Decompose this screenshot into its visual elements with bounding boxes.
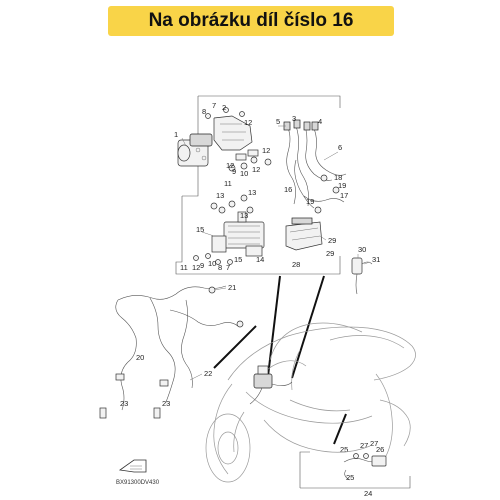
callout-15a: 15	[196, 225, 204, 234]
callout-12e: 12	[192, 263, 200, 272]
callout-8b: 8	[218, 263, 222, 272]
callout-19b: 19	[306, 197, 314, 206]
callout-1: 1	[174, 130, 178, 139]
callout-4: 4	[318, 117, 322, 126]
callout-23a: 23	[120, 399, 128, 408]
control-unit-assembly	[193, 194, 265, 265]
callout-14: 14	[256, 255, 264, 264]
callout-12d: 12	[252, 165, 260, 174]
upper-group-bracket	[175, 95, 341, 275]
rear-sensor-group	[299, 451, 411, 489]
callout-11a: 11	[224, 179, 232, 188]
callout-26: 26	[376, 445, 384, 454]
brake-pipes	[283, 119, 347, 214]
callout-25b: 25	[346, 473, 354, 482]
callout-labels: 1 2 3 4 5 6 7 8 9 10 11 12 12 12 12 13 1…	[120, 101, 384, 498]
callout-3: 3	[292, 114, 296, 123]
callout-5: 5	[276, 117, 280, 126]
scooter-outline	[205, 322, 416, 483]
callout-15b: 15	[234, 255, 242, 264]
callout-16: 16	[284, 185, 292, 194]
callout-19a: 19	[338, 181, 346, 190]
callout-9a: 9	[232, 167, 236, 176]
callout-8a: 8	[202, 107, 206, 116]
callout-27a: 27	[360, 441, 368, 450]
callout-28: 28	[292, 260, 300, 269]
callout-17: 17	[340, 191, 348, 200]
callout-7a: 7	[212, 101, 216, 110]
callout-11b: 11	[180, 263, 188, 272]
callout-13b: 13	[216, 191, 224, 200]
callout-6: 6	[338, 143, 342, 152]
wire-harness	[99, 285, 244, 419]
callout-29b: 29	[326, 249, 334, 258]
callout-31: 31	[372, 255, 380, 264]
mounted-abs-unit	[249, 365, 293, 405]
banner-title: Na obrázku díl číslo 16	[148, 10, 354, 31]
callout-10b: 10	[208, 259, 216, 268]
callout-30: 30	[358, 245, 366, 254]
title-banner: Na obrázku díl číslo 16	[108, 6, 394, 36]
callout-13c: 13	[240, 211, 248, 220]
callout-7b: 7	[226, 263, 230, 272]
abs-hydraulic-unit	[177, 133, 213, 167]
speed-sensor	[351, 257, 373, 295]
callout-29a: 29	[328, 236, 336, 245]
reservoir-cover	[285, 217, 323, 251]
callout-13a: 13	[248, 188, 256, 197]
front-arrow-icon	[118, 459, 147, 473]
callout-24: 24	[364, 489, 372, 498]
callout-12c: 12	[226, 161, 234, 170]
callout-12b: 12	[262, 146, 270, 155]
diagram-code: BX91300DV430	[116, 480, 160, 486]
callout-18: 18	[334, 173, 342, 182]
callout-9b: 9	[200, 261, 204, 270]
callout-20: 20	[136, 353, 144, 362]
callout-21: 21	[228, 283, 236, 292]
callout-25a: 25	[340, 445, 348, 454]
callout-27b: 27	[370, 439, 378, 448]
callout-12a: 12	[244, 118, 252, 127]
leader-lines	[181, 125, 371, 381]
callout-22: 22	[204, 369, 212, 378]
callout-23b: 23	[162, 399, 170, 408]
callout-2: 2	[222, 103, 226, 112]
heavy-leader-lines	[213, 275, 347, 445]
callout-10a: 10	[240, 169, 248, 178]
upper-mount-bracket	[205, 107, 272, 172]
